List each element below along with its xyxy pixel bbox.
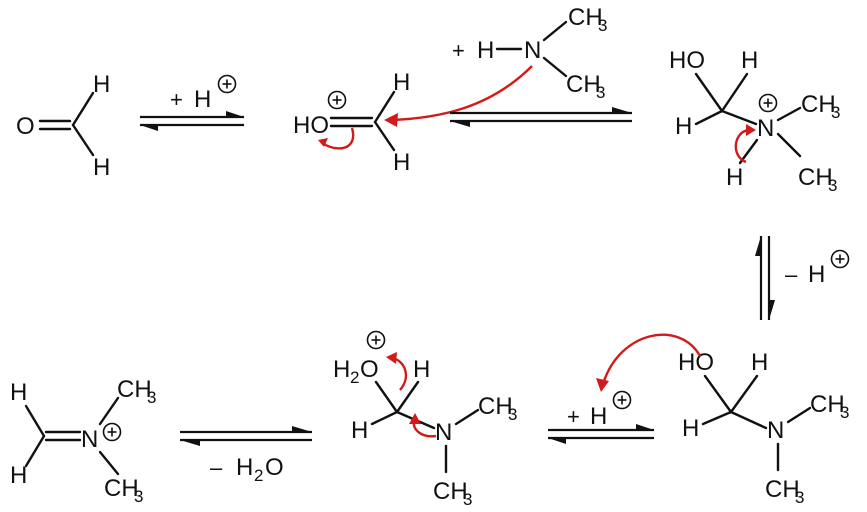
atom-h: H bbox=[413, 356, 430, 383]
positive-charge-icon bbox=[830, 249, 850, 269]
svg-text:3: 3 bbox=[828, 176, 837, 195]
atom-h: H bbox=[351, 417, 368, 444]
svg-text:2: 2 bbox=[350, 368, 359, 387]
svg-text:+: + bbox=[452, 38, 465, 63]
svg-text:3: 3 bbox=[134, 487, 143, 506]
equilibrium-arrow-5 bbox=[180, 426, 312, 446]
positive-charge-icon bbox=[217, 74, 237, 94]
svg-text:CH: CH bbox=[117, 376, 152, 403]
atom-h: H bbox=[726, 164, 743, 191]
atom-n: N bbox=[757, 115, 774, 142]
atom-n: N bbox=[767, 417, 784, 444]
atom-h: H bbox=[741, 47, 758, 74]
atom-h: H bbox=[93, 154, 110, 181]
equilibrium-arrow-3 bbox=[755, 236, 775, 320]
condition-plus-proton-1: + H bbox=[170, 74, 237, 113]
atom-h: H bbox=[10, 379, 27, 406]
svg-text:CH: CH bbox=[104, 475, 139, 502]
svg-text:3: 3 bbox=[463, 490, 472, 509]
atom-n: N bbox=[435, 419, 452, 446]
protonated-formaldehyde: HO H H bbox=[293, 69, 410, 176]
iminium-ion: H H N CH 3 CH 3 bbox=[10, 376, 156, 506]
svg-text:3: 3 bbox=[598, 16, 607, 35]
atom-h: H bbox=[393, 149, 410, 176]
electron-flow-arrow-icon bbox=[321, 127, 355, 150]
svg-text:3: 3 bbox=[840, 403, 849, 422]
svg-text:3: 3 bbox=[795, 488, 804, 507]
svg-text:CH: CH bbox=[801, 91, 836, 118]
svg-text:CH: CH bbox=[566, 71, 601, 98]
atom-h: H bbox=[10, 462, 27, 489]
condition-minus-proton: – H bbox=[785, 249, 850, 288]
atom-h: H bbox=[751, 349, 768, 376]
ammonium-hemiaminal: HO H H N CH 3 CH 3 H bbox=[669, 47, 840, 195]
atom-ho: HO bbox=[678, 349, 714, 376]
atom-h: H bbox=[93, 71, 110, 98]
atom-h: H bbox=[682, 415, 699, 442]
atom-h2: H bbox=[333, 356, 350, 383]
hemiaminal: HO H H N CH 3 CH 3 bbox=[678, 349, 849, 507]
svg-text:CH: CH bbox=[568, 4, 603, 31]
svg-text:–: – bbox=[785, 262, 798, 287]
dimethylamine: + H N CH 3 CH 3 bbox=[452, 4, 607, 102]
svg-text:3: 3 bbox=[508, 405, 517, 424]
svg-text:CH: CH bbox=[478, 393, 513, 420]
svg-text:3: 3 bbox=[596, 83, 605, 102]
svg-text:+: + bbox=[170, 87, 183, 112]
protonation-arrow-icon bbox=[601, 333, 702, 385]
svg-text:H: H bbox=[194, 86, 211, 113]
positive-charge-icon bbox=[102, 422, 122, 442]
positive-charge-icon bbox=[758, 93, 778, 113]
electron-flow-arrow-icon bbox=[391, 356, 408, 391]
positive-charge-icon bbox=[612, 390, 632, 410]
atom-o: O bbox=[16, 113, 35, 140]
positive-charge-icon bbox=[327, 90, 347, 110]
svg-text:H: H bbox=[236, 454, 253, 481]
condition-minus-water: – H 2 O bbox=[210, 454, 284, 485]
equilibrium-arrow-1 bbox=[140, 111, 244, 131]
protonated-hemiaminal: H 2 O H H N CH 3 CH 3 bbox=[333, 330, 517, 509]
svg-text:CH: CH bbox=[765, 476, 800, 503]
svg-text:3: 3 bbox=[831, 103, 840, 122]
positive-charge-icon bbox=[366, 330, 386, 350]
atom-h: H bbox=[675, 113, 692, 140]
formaldehyde: O H H bbox=[16, 71, 110, 181]
atom-h: H bbox=[477, 37, 494, 64]
svg-text:+: + bbox=[567, 404, 580, 429]
svg-text:O: O bbox=[265, 454, 284, 481]
equilibrium-arrow-4 bbox=[548, 424, 654, 444]
condition-plus-proton-2: + H bbox=[567, 390, 632, 430]
svg-text:3: 3 bbox=[147, 388, 156, 407]
svg-text:CH: CH bbox=[798, 164, 833, 191]
atom-h: H bbox=[393, 69, 410, 96]
atom-ho: HO bbox=[293, 112, 329, 139]
svg-text:CH: CH bbox=[810, 391, 845, 418]
equilibrium-arrow-2 bbox=[450, 107, 632, 127]
svg-text:H: H bbox=[808, 261, 825, 288]
svg-text:CH: CH bbox=[433, 478, 468, 505]
atom-o: O bbox=[360, 356, 379, 383]
atom-ho: HO bbox=[669, 47, 705, 74]
atom-n: N bbox=[524, 37, 541, 64]
atom-n: N bbox=[81, 426, 98, 453]
svg-text:–: – bbox=[210, 455, 223, 480]
svg-text:2: 2 bbox=[254, 466, 263, 485]
svg-text:H: H bbox=[590, 403, 607, 430]
nucleophilic-attack-arrow-icon bbox=[391, 65, 533, 122]
